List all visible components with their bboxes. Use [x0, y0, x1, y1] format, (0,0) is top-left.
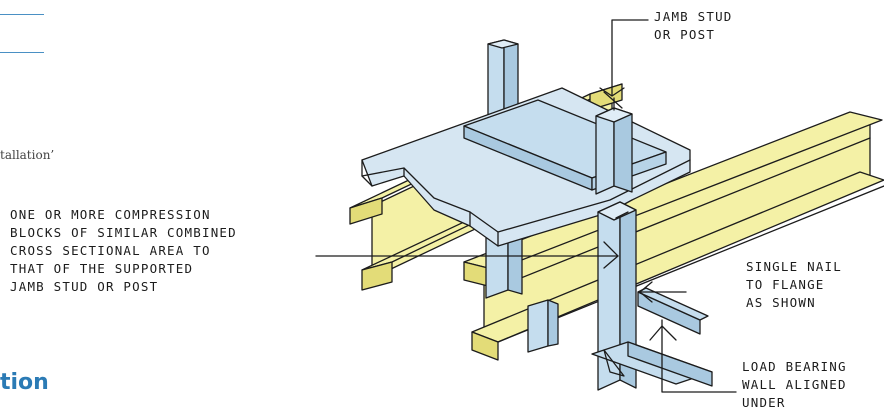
cropped-body-text: tallation’: [0, 148, 55, 162]
load-bearing-wall-plate: [591, 341, 713, 387]
label-single-nail-line-1: SINGLE NAIL: [746, 259, 842, 274]
decorative-rule-second: [0, 52, 44, 53]
bracing-members: [637, 287, 709, 335]
leader-lines: [315, 19, 737, 393]
label-compression-line-1: ONE OR MORE COMPRESSION: [10, 207, 211, 222]
label-compression-line-4: THAT OF THE SUPPORTED: [10, 261, 194, 276]
label-load-bearing-line-1: LOAD BEARING: [742, 359, 847, 374]
label-compression-blocks: ONE OR MORE COMPRESSION BLOCKS OF SIMILA…: [10, 206, 237, 296]
decorative-rule-top: [0, 14, 44, 15]
label-compression-line-5: JAMB STUD OR POST: [10, 279, 159, 294]
label-compression-line-3: CROSS SECTIONAL AREA TO: [10, 243, 211, 258]
label-load-bearing-wall: LOAD BEARING WALL ALIGNED UNDER: [742, 358, 847, 412]
label-jamb-stud: JAMB STUD OR POST: [654, 8, 733, 44]
jamb-stud-lower: [597, 201, 637, 391]
label-jamb-stud-line-1: JAMB STUD: [654, 9, 733, 24]
label-jamb-stud-line-2: OR POST: [654, 27, 716, 42]
label-compression-line-2: BLOCKS OF SIMILAR COMBINED: [10, 225, 237, 240]
label-single-nail-line-2: TO FLANGE: [746, 277, 825, 292]
compression-block-lower: [485, 229, 559, 353]
label-single-nail-line-3: AS SHOWN: [746, 295, 816, 310]
label-load-bearing-line-2: WALL ALIGNED: [742, 377, 847, 392]
label-single-nail: SINGLE NAIL TO FLANGE AS SHOWN: [746, 258, 842, 312]
cropped-section-heading: tion: [0, 370, 49, 395]
jamb-stud-upper: [595, 91, 633, 195]
label-load-bearing-line-3: UNDER: [742, 395, 786, 410]
